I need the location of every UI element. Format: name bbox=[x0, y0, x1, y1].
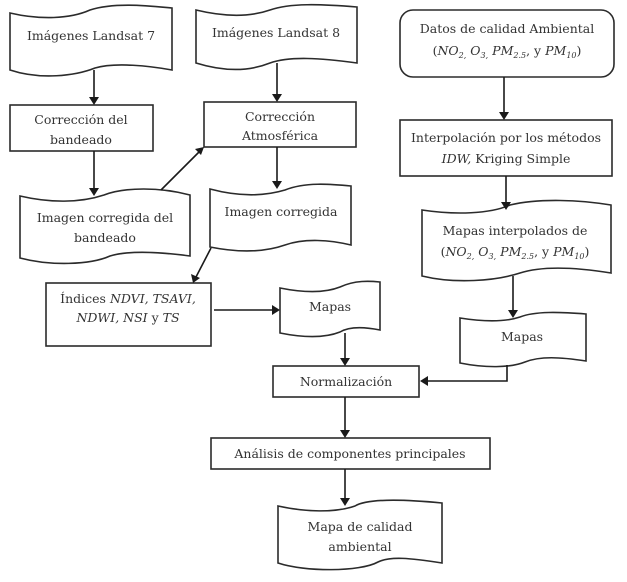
node-quality-map: Mapa de calidad ambiental bbox=[277, 499, 443, 571]
node-indices-line1: Índices NDVI, TSAVI, bbox=[60, 291, 196, 306]
node-normalization: Normalización bbox=[272, 365, 420, 398]
edge-interpolation-to-interpolated-maps bbox=[501, 176, 511, 210]
node-pca: Análisis de componentes principales bbox=[210, 437, 491, 470]
node-interpolated-maps-title: Mapas interpolados de bbox=[443, 223, 588, 238]
node-landsat8-label: Imágenes Landsat 8 bbox=[212, 25, 340, 40]
node-quality-map-line2: ambiental bbox=[328, 539, 391, 554]
edge-atmospheric-correction-to-corrected-image bbox=[272, 147, 282, 189]
node-atmospheric-correction: Corrección Atmosférica bbox=[203, 101, 357, 148]
edge-corrected-image-to-indices bbox=[191, 247, 212, 283]
node-atmospheric-correction-line2: Atmosférica bbox=[241, 128, 319, 143]
node-banding-corrected-image-line2: bandeado bbox=[74, 230, 136, 245]
node-interpolated-maps: Mapas interpolados de (NO2, O3, PM2.5, y… bbox=[421, 199, 612, 282]
edge-air-data-to-interpolation bbox=[499, 77, 509, 120]
node-normalization-label: Normalización bbox=[300, 374, 392, 389]
edge-normalization-to-pca bbox=[340, 397, 350, 438]
node-corrected-image-label: Imagen corregida bbox=[225, 204, 339, 219]
node-pca-label: Análisis de componentes principales bbox=[233, 446, 465, 461]
node-atmospheric-correction-line1: Corrección bbox=[245, 109, 315, 124]
node-interpolation-line1: Interpolación por los métodos bbox=[411, 130, 601, 145]
edge-interpolated-maps-to-maps-right bbox=[508, 276, 518, 318]
edge-pca-to-quality-map bbox=[340, 469, 350, 506]
edge-maps-left-to-normalization bbox=[340, 333, 350, 366]
node-banding-correction-line2: bandeado bbox=[50, 132, 112, 147]
edge-indices-to-maps-left bbox=[214, 305, 280, 315]
node-banding-corrected-image: Imagen corregida del bandeado bbox=[19, 188, 191, 265]
node-interpolation: Interpolación por los métodos IDW, Krigi… bbox=[399, 119, 613, 177]
node-quality-map-line1: Mapa de calidad bbox=[308, 519, 413, 534]
node-air-quality-formula: (NO2, O3, PM2.5, y PM10) bbox=[433, 43, 582, 60]
node-landsat8: Imágenes Landsat 8 bbox=[195, 3, 358, 71]
node-maps-left-label: Mapas bbox=[309, 299, 351, 314]
node-air-quality-data: Datos de calidad Ambiental (NO2, O3, PM2… bbox=[399, 9, 615, 78]
node-indices-line2: NDWI, NSI y TS bbox=[75, 310, 179, 325]
node-air-quality-title: Datos de calidad Ambiental bbox=[420, 21, 594, 36]
edge-landsat8-to-atmospheric-correction bbox=[272, 63, 282, 102]
node-landsat7: Imágenes Landsat 7 bbox=[9, 4, 173, 77]
node-banding-correction-line1: Corrección del bbox=[34, 112, 127, 127]
node-maps-right-label: Mapas bbox=[501, 329, 543, 344]
edge-banding-image-to-atmospheric-correction bbox=[160, 147, 204, 191]
edge-landsat7-to-banding-correction bbox=[89, 70, 99, 105]
node-banding-correction: Corrección del bandeado bbox=[9, 104, 154, 152]
node-interpolation-line2: IDW, Kriging Simple bbox=[441, 151, 571, 166]
node-maps-right: Mapas bbox=[459, 311, 587, 368]
node-banding-corrected-image-line1: Imagen corregida del bbox=[37, 210, 173, 225]
edge-maps-right-to-normalization bbox=[420, 365, 508, 386]
node-maps-left: Mapas bbox=[279, 280, 381, 338]
node-corrected-image: Imagen corregida bbox=[209, 183, 352, 252]
node-indices: Índices NDVI, TSAVI, NDWI, NSI y TS bbox=[45, 282, 212, 347]
node-interpolated-maps-formula: (NO2, O3, PM2.5, y PM10) bbox=[441, 244, 590, 261]
edge-banding-correction-to-banding-image bbox=[89, 151, 99, 196]
node-landsat7-label: Imágenes Landsat 7 bbox=[27, 28, 155, 43]
